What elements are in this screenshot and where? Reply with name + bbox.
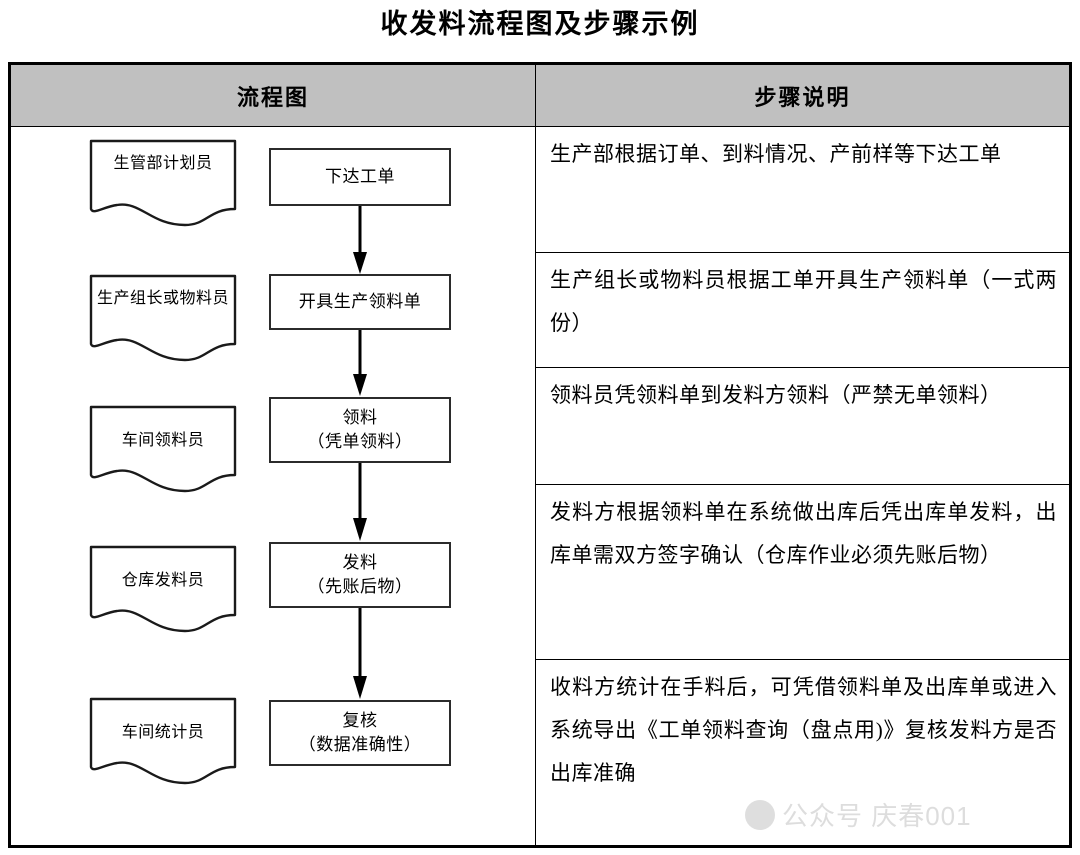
table-header-row: 流程图 步骤说明 [11,65,1069,127]
arrow-connector-1 [353,206,367,276]
flowchart-canvas: 生管部计划员 生产组长或物料员 车间领料员 [11,127,535,848]
process-box-3-title: 领料 [342,408,378,427]
column-header-steps: 步骤说明 [754,84,851,110]
step-description-2: 生产组长或物料员根据工单开具生产领料单（一式两份） [536,253,1069,368]
step-description-5: 收料方统计在手料后，可凭借领料单及出库单或进入系统导出《工单领料查询（盘点用)》… [550,675,1057,785]
process-box-2-title: 开具生产领料单 [298,292,422,311]
flow-table: 流程图 步骤说明 生管部计划员 [8,62,1072,848]
process-box-5-title: 复核 [342,711,378,730]
role-shape-2 [89,274,237,362]
process-box-2[interactable]: 开具生产领料单 [269,274,451,330]
step-description-4: 发料方根据领料单在系统做出库后凭出库单发料，出库单需双方签字确认（仓库作业必须先… [536,485,1069,660]
role-shape-4 [89,545,237,633]
process-box-1[interactable]: 下达工单 [269,148,451,206]
process-box-5-sub: （数据准确性） [298,735,422,754]
flowchart-cell: 生管部计划员 生产组长或物料员 车间领料员 [11,127,536,848]
role-shape-5 [89,697,237,785]
step-description-3: 领料员凭领料单到发料方领料（严禁无单领料） [536,368,1069,485]
role-shape-1 [89,139,237,227]
table-body: 生管部计划员 生产组长或物料员 车间领料员 [11,127,1069,848]
process-box-1-title: 下达工单 [325,167,395,186]
process-box-4[interactable]: 发料 （先账后物） [269,542,451,608]
role-shape-3 [89,405,237,493]
arrow-connector-3 [353,463,367,543]
process-box-4-title: 发料 [342,553,378,572]
arrow-connector-4 [353,608,367,701]
arrow-connector-2 [353,330,367,398]
page-title: 收发料流程图及步骤示例 [380,9,700,39]
process-box-5[interactable]: 复核 （数据准确性） [269,700,451,766]
steps-cell: 生产部根据订单、到料情况、产前样等下达工单 生产组长或物料员根据工单开具生产领料… [536,127,1069,848]
process-box-4-sub: （先账后物） [307,577,413,596]
column-header-flowchart: 流程图 [11,65,536,126]
process-box-3[interactable]: 领料 （凭单领料） [269,397,451,463]
step-description-1: 生产部根据订单、到料情况、产前样等下达工单 [536,127,1069,253]
process-box-3-sub: （凭单领料） [307,432,413,451]
